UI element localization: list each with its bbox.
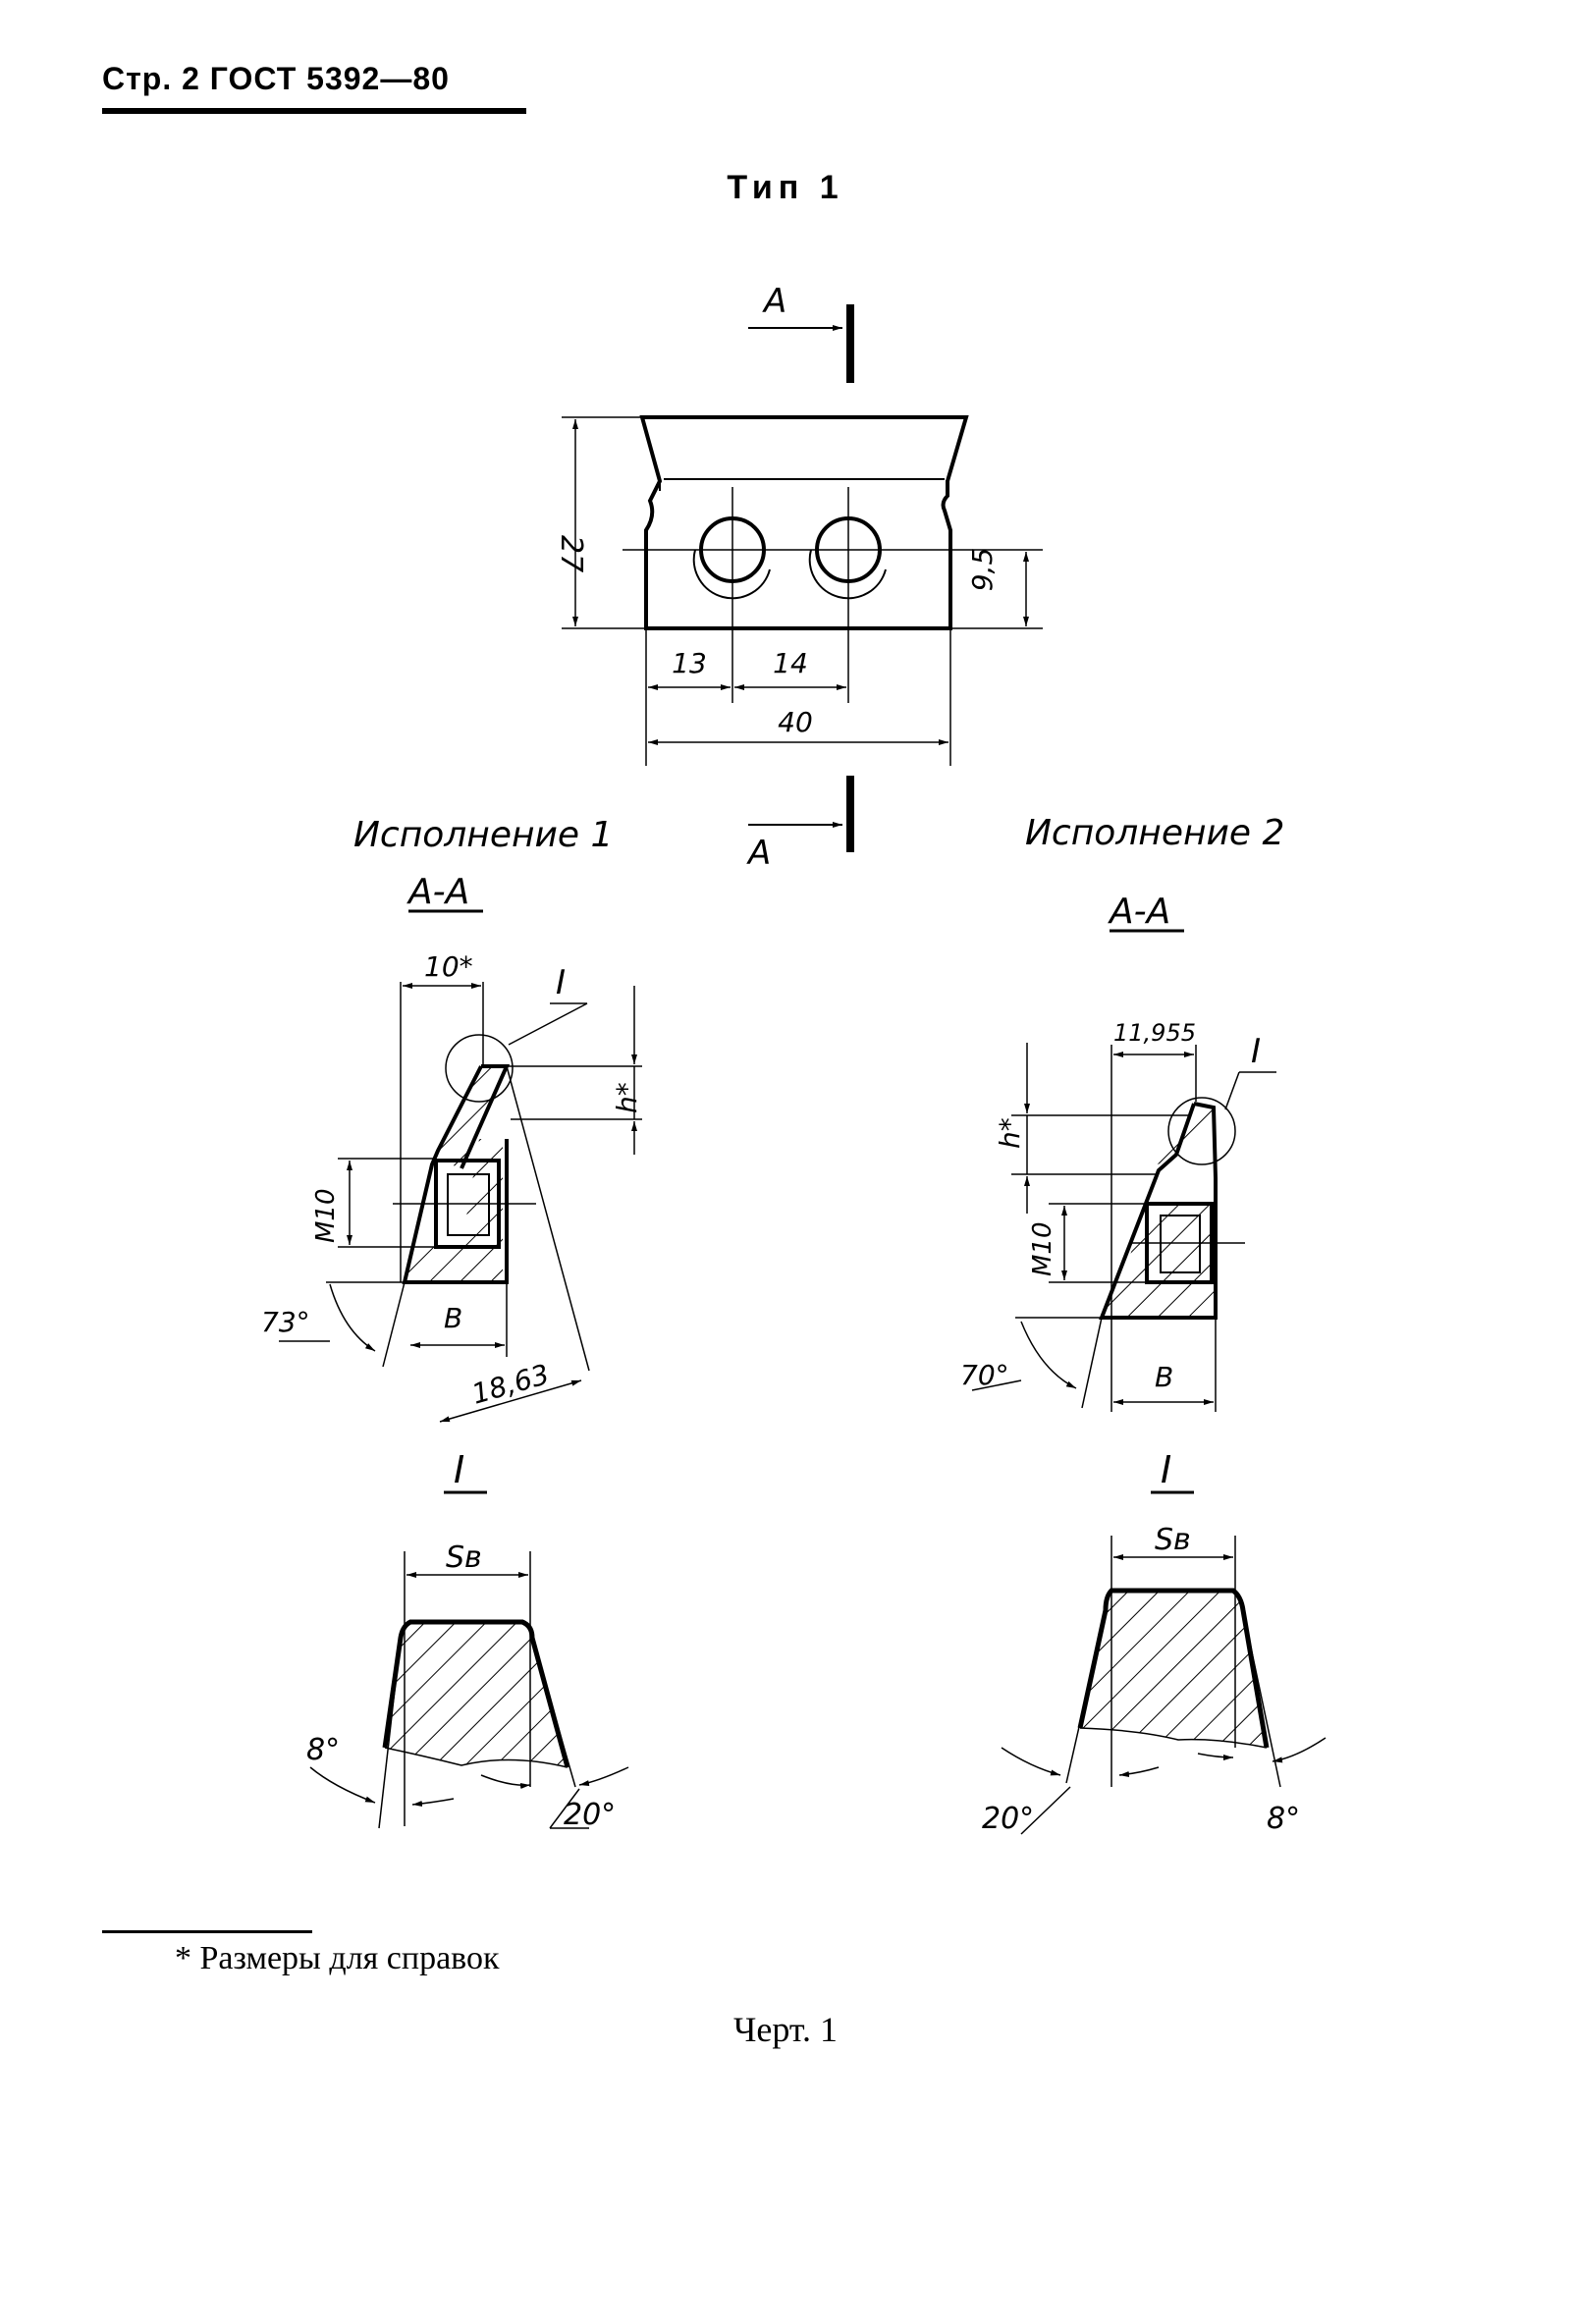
variant1-section <box>279 982 642 1423</box>
variant1-dim-m10: М10 <box>311 1188 341 1243</box>
dim-27: 27 <box>554 535 588 572</box>
variant2-dim-b: В <box>1155 1361 1173 1393</box>
variant2-section <box>971 1043 1276 1412</box>
detail1-angle-left: 8° <box>306 1733 340 1767</box>
variant1-angle: 73° <box>261 1306 310 1338</box>
variant2-label: Исполнение 2 <box>1025 813 1284 853</box>
variant1-label: Исполнение 1 <box>353 815 613 855</box>
detail2-angle-left: 20° <box>982 1802 1034 1836</box>
variant2-detail-mark: I <box>1251 1032 1261 1071</box>
variant1-section-label: А-А <box>406 872 469 912</box>
dim-14: 14 <box>773 647 808 679</box>
dim-40: 40 <box>778 706 813 738</box>
dim-9-5: 9,5 <box>966 548 999 592</box>
section-mark-bottom: А <box>746 834 771 873</box>
variant2-dim-11-955: 11,955 <box>1113 1019 1196 1047</box>
top-view <box>562 304 1043 852</box>
variant2-dim-m10: М10 <box>1028 1221 1057 1276</box>
footnote-rule <box>102 1930 312 1933</box>
detail1 <box>309 1551 629 1829</box>
variant1-dim-18-63: 18,63 <box>468 1358 553 1411</box>
footnote: * Размеры для справок <box>175 1940 500 1976</box>
variant1-dim-b: В <box>444 1302 462 1334</box>
detail1-mark: I <box>454 1448 464 1491</box>
variant1-dim-10: 10* <box>424 950 473 983</box>
header-rule <box>102 108 526 114</box>
variant1-dim-h: h* <box>611 1082 643 1113</box>
variant2-section-label: А-А <box>1108 892 1170 932</box>
detail2-mark: I <box>1161 1448 1171 1491</box>
variant1-detail-mark: I <box>556 963 566 1002</box>
figure-type-title: Тип 1 <box>727 169 844 206</box>
section-mark-top: А <box>762 282 786 321</box>
detail1-angle-right: 20° <box>564 1798 616 1832</box>
detail2 <box>1001 1536 1327 1835</box>
detail2-sv: Sв <box>1155 1523 1191 1557</box>
detail1-sv: Sв <box>446 1540 482 1575</box>
variant2-dim-h: h* <box>994 1117 1026 1149</box>
page-header: Стр. 2 ГОСТ 5392—80 <box>102 61 450 96</box>
variant2-angle: 70° <box>960 1359 1009 1391</box>
detail2-angle-right: 8° <box>1267 1802 1300 1836</box>
dim-13: 13 <box>672 647 707 679</box>
figure-caption: Черт. 1 <box>733 2010 838 2049</box>
